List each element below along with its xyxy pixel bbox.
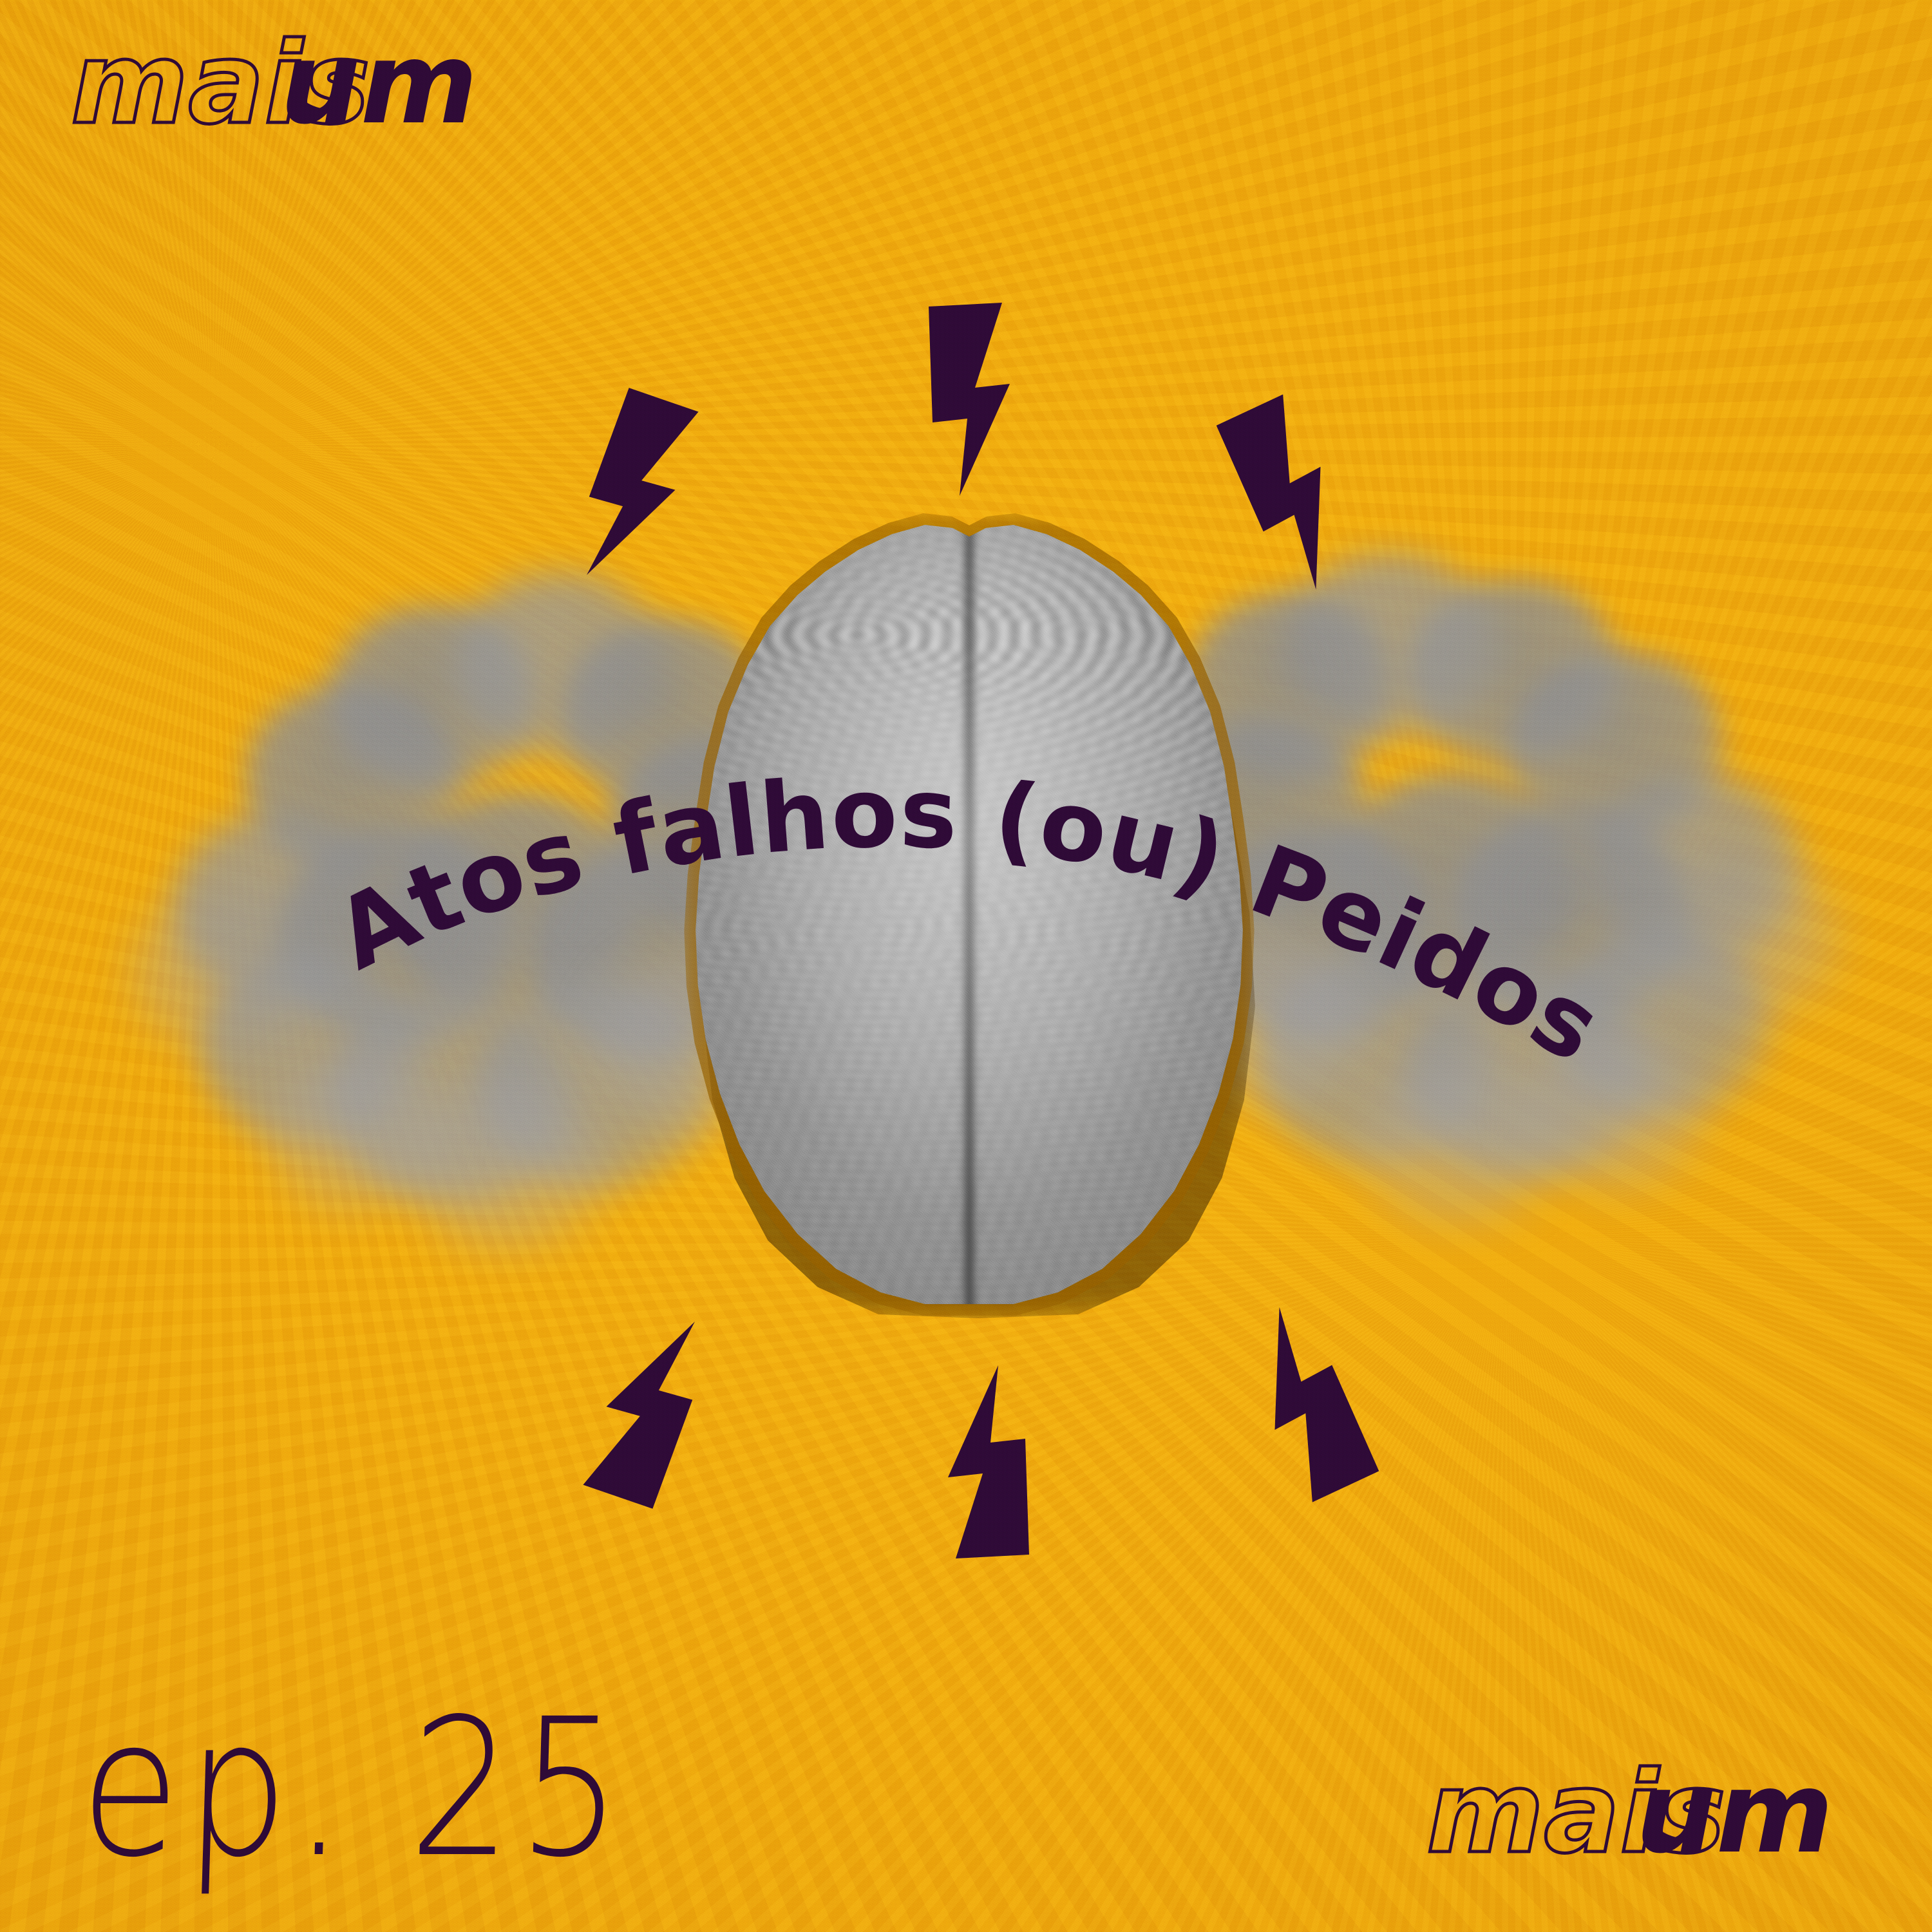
brand-logo-bottom[interactable]: mais um xyxy=(1425,1747,1864,1880)
brain-silhouette xyxy=(696,525,1243,1304)
brand-logo-bottom-light: mais xyxy=(1426,1748,1726,1879)
brain-image xyxy=(684,513,1255,1318)
brand-logo-top-light: mais xyxy=(71,19,370,149)
lightning-bolt-top-center xyxy=(921,303,1037,496)
lightning-bolt-bottom-right xyxy=(1208,1293,1387,1515)
episode-number: ep. 25 xyxy=(77,1678,632,1899)
brain-shading xyxy=(696,525,1243,1304)
brain-central-fissure xyxy=(960,525,979,1304)
lightning-bolt-top-left xyxy=(551,381,730,604)
lightning-bolt-top-right xyxy=(1208,381,1387,604)
brain-grain xyxy=(696,525,1243,1304)
brand-logo-top-bold: um xyxy=(280,19,478,149)
brand-logo-top[interactable]: mais um xyxy=(70,17,509,151)
brand-logo-bottom-bold: um xyxy=(1636,1748,1833,1879)
lightning-bolt-bottom-center xyxy=(921,1365,1037,1558)
lightning-bolt-bottom-left xyxy=(551,1293,730,1515)
